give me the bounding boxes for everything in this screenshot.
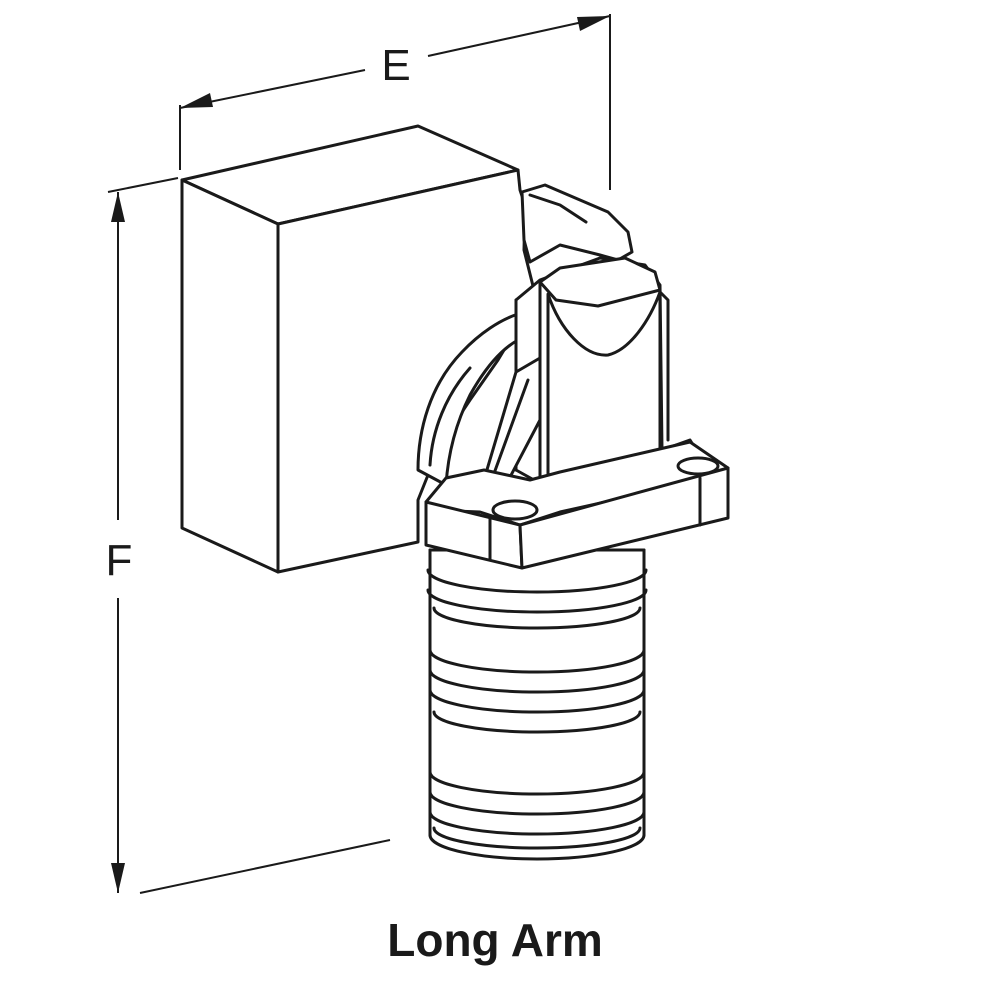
pivot-tower xyxy=(476,183,702,502)
clamp-block xyxy=(180,124,536,574)
dimension-f-arrow-top xyxy=(111,192,125,222)
dimension-e-arrow-right xyxy=(577,16,610,31)
dimension-e-arrow-left xyxy=(180,93,213,108)
mounting-hole-right xyxy=(676,456,720,476)
dimension-f-label: F xyxy=(106,536,133,585)
drawing-caption: Long Arm xyxy=(387,914,603,966)
dimension-f: F xyxy=(106,177,391,894)
dimension-e-label: E xyxy=(381,41,410,90)
dimension-f-arrow-bottom xyxy=(111,863,125,893)
cylinder-body xyxy=(426,548,648,861)
mounting-hole-left xyxy=(491,499,539,521)
dimension-e: E xyxy=(179,14,611,190)
